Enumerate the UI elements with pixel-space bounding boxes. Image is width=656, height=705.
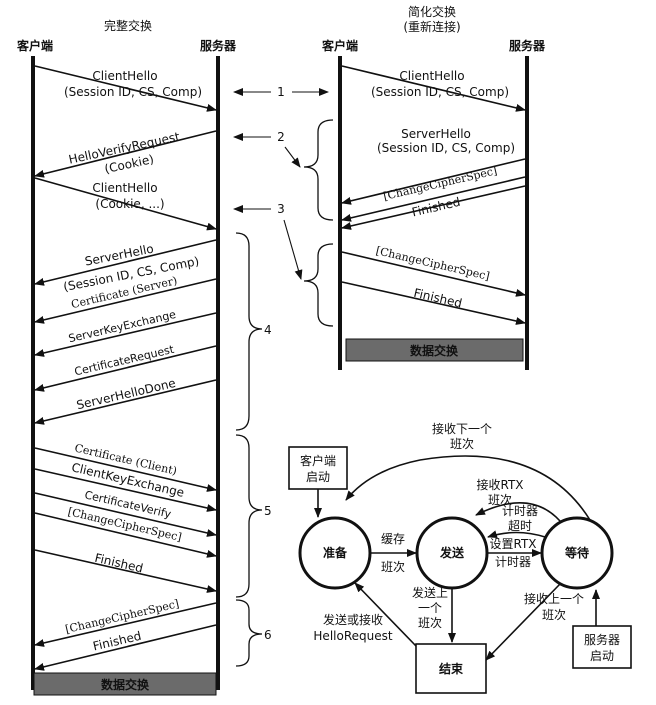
abbrev-msg-finished-1-arrow (341, 185, 526, 230)
full-msg-client-hello-2-line2: (Cookie, ...) (95, 197, 164, 211)
abbrev-msg-server-hello-line2: (Session ID, CS, Comp) (377, 141, 515, 155)
full-server-label: 服务器 (200, 38, 237, 53)
set-rtx-line1: 设置RTX (489, 537, 536, 551)
full-msg-finished-1-label: Finished (93, 551, 144, 576)
server-start-line2: 启动 (590, 649, 614, 663)
transition-receive-next-arrow (345, 455, 591, 521)
full-exchange-title: 完整交换 (104, 18, 152, 33)
flight-number-6: 6 (264, 628, 272, 642)
abbrev-server-label: 服务器 (509, 38, 546, 53)
flight-2-curve-arrow (284, 146, 301, 168)
full-msg-server-key-exchange-arrow (34, 312, 217, 357)
abbrev-msg-server-hello-arrow (341, 158, 526, 205)
abbrev-msg-client-hello-line1: ClientHello (399, 69, 464, 83)
full-data-exchange-label: 数据交换 (101, 677, 150, 692)
client-start-box (288, 446, 348, 490)
send-or-receive-line1: 发送或接收 (323, 612, 383, 627)
flight-5-brace (235, 434, 263, 598)
abbrev-flight-3-brace (303, 243, 334, 327)
client-start-line1: 客户端 (300, 453, 336, 468)
full-msg-change-cipher-spec-2-arrow (34, 602, 217, 647)
full-msg-finished-2-arrow (34, 624, 217, 671)
send-last-line1: 发送上 (412, 585, 448, 600)
server-start-line1: 服务器 (584, 632, 620, 647)
transition-send-or-receive-arrow (354, 582, 417, 647)
flight-number-1: 1 (277, 85, 285, 99)
full-msg-change-cipher-spec-2-label: [ChangeCipherSpec] (64, 597, 180, 636)
state-wait-label: 等待 (564, 545, 589, 560)
full-msg-certificate-server-arrow (34, 278, 217, 324)
full-msg-client-hello-1-line2: (Session ID, CS, Comp) (64, 85, 202, 99)
abbrev-msg-change-cipher-spec-2-arrow (341, 251, 526, 297)
receive-rtx-line2: 班次 (488, 493, 512, 507)
set-rtx-line2: 计时器 (495, 555, 531, 569)
full-msg-certificate-verify-arrow (34, 492, 217, 537)
send-last-line2: 一个 (418, 601, 442, 615)
full-msg-server-hello-arrow (34, 239, 217, 286)
abbrev-msg-finished-2-arrow (341, 281, 526, 325)
full-msg-client-hello-2-arrow (34, 177, 217, 231)
full-msg-finished-1-arrow (34, 549, 217, 593)
abbrev-exchange-title: 简化交换 (408, 4, 456, 19)
abbrev-msg-client-hello-line2: (Session ID, CS, Comp) (371, 85, 509, 99)
full-msg-client-key-exchange-arrow (34, 468, 217, 512)
flight-4-brace (235, 232, 263, 431)
receive-last-line1: 接收上一个 (524, 591, 584, 606)
transition-receive-rtx-arrow (475, 502, 561, 522)
flight-number-4: 4 (264, 323, 272, 337)
flight-number-3: 3 (277, 202, 285, 216)
abbrev-data-exchange-label: 数据交换 (410, 343, 459, 358)
receive-last-line2: 班次 (542, 608, 566, 622)
full-msg-certificate-client-arrow (34, 447, 217, 492)
timer-expire-line2: 超时 (508, 518, 532, 533)
buffer-line2: 班次 (381, 560, 405, 574)
flight-number-5: 5 (264, 504, 272, 518)
send-last-line3: 班次 (418, 616, 442, 630)
state-end-label: 结束 (439, 661, 464, 676)
timer-expire-line1: 计时器 (502, 504, 538, 518)
client-start-line2: 启动 (306, 470, 330, 484)
abbrev-msg-server-hello-line1: ServerHello (401, 127, 471, 141)
buffer-line1: 缓存 (381, 532, 405, 546)
state-end (415, 643, 487, 694)
abbrev-data-exchange-bar (345, 338, 524, 362)
full-msg-server-hello-done-label: ServerHelloDone (75, 376, 177, 412)
state-prepare-label: 准备 (323, 545, 348, 560)
flight-3-curve-arrow (283, 219, 303, 280)
full-msg-server-hello-done-arrow (34, 379, 217, 425)
full-msg-client-hello-1-line1: ClientHello (92, 69, 157, 83)
server-start-box (572, 625, 632, 669)
receive-next-line2: 班次 (450, 437, 474, 451)
receive-rtx-line1: 接收RTX (476, 477, 523, 492)
abbrev-flight-2-brace (303, 119, 334, 221)
full-data-exchange-bar (33, 672, 217, 696)
state-send-label: 发送 (439, 545, 465, 560)
flight-6-brace (235, 599, 263, 667)
abbrev-client-label: 客户端 (321, 38, 358, 53)
full-msg-certificate-request-label: CertificateRequest (73, 343, 176, 379)
full-msg-client-hello-1-arrow (34, 65, 217, 112)
transition-timer-expire-arrow (487, 530, 546, 539)
flight-number-2: 2 (277, 130, 285, 144)
state-wait (540, 516, 614, 590)
transition-receive-last-arrow (485, 583, 561, 661)
full-msg-change-cipher-spec-1-arrow (34, 512, 217, 558)
abbrev-msg-client-hello-arrow (341, 65, 526, 112)
send-or-receive-line2: HelloRequest (313, 629, 392, 643)
receive-next-line1: 接收下一个 (432, 421, 492, 436)
full-msg-client-hello-2-line1: ClientHello (92, 181, 157, 195)
full-msg-certificate-request-arrow (34, 345, 217, 392)
full-msg-hello-verify-arrow (34, 130, 217, 178)
full-client-label: 客户端 (16, 38, 53, 53)
abbrev-msg-change-cipher-spec-1-arrow (341, 176, 526, 222)
abbrev-exchange-subtitle: (重新连接) (403, 19, 460, 34)
abbrev-msg-finished-2-label: Finished (412, 286, 463, 311)
